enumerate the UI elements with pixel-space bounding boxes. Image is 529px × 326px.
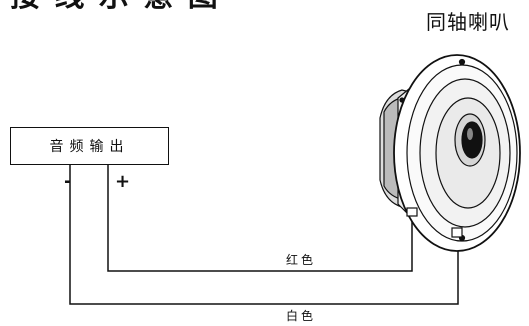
red-wire-label: 红色 [286, 253, 317, 267]
white-wire [69, 165, 459, 305]
white-wire-label: 白色 [286, 309, 317, 323]
audio-output-label: 音频输出 [49, 139, 130, 155]
diagram-title: 接 线 示 意 图 [10, 0, 220, 12]
audio-output-box: 音频输出 [10, 127, 169, 165]
coaxial-speaker-icon [379, 54, 521, 252]
red-wire [107, 165, 413, 272]
speaker-label: 同轴喇叭 [426, 10, 510, 34]
positive-terminal-label: + [115, 171, 131, 192]
negative-terminal-label: - [64, 171, 72, 192]
